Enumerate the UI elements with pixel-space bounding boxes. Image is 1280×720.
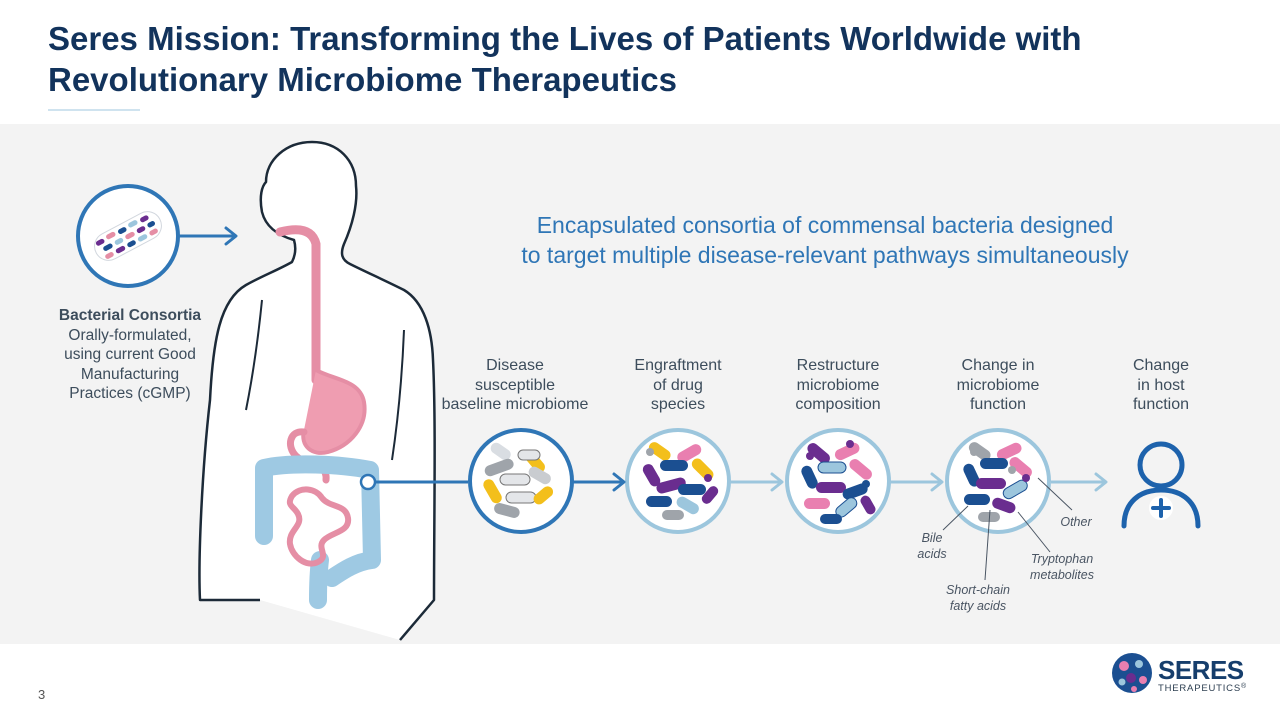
title-underline xyxy=(48,109,140,111)
annotation-short-chain-fatty-acids: Short-chain fatty acids xyxy=(936,582,1020,614)
stage-caption-line: species xyxy=(650,396,706,413)
key-message-line-2: to target multiple disease-relevant path… xyxy=(521,242,1129,268)
arrow-icon xyxy=(178,226,238,246)
annotation-leaders xyxy=(942,477,1073,581)
stage-caption-microbiome-function: Change in microbiome function xyxy=(925,356,1071,415)
annotation-other: Other xyxy=(1060,515,1092,529)
microbiome-circle-icon xyxy=(945,428,1051,534)
consortia-line-1: Orally-formulated, xyxy=(68,326,192,344)
stage-caption-line: in host xyxy=(1137,376,1185,394)
stage-caption-line: Change in xyxy=(961,357,1035,374)
stage-caption-line: Engraftment xyxy=(634,357,722,374)
arrow-icon xyxy=(890,472,944,492)
logo-subtitle: THERAPEUTICS® xyxy=(1158,683,1247,694)
stage-caption-baseline: Disease susceptible baseline microbiome xyxy=(430,356,600,415)
arrow-icon xyxy=(573,472,626,492)
annotation-line: acids xyxy=(917,547,947,561)
stage-caption-line: Disease xyxy=(486,357,544,374)
annotation-line: Bile xyxy=(921,531,943,545)
digestive-tract-icon xyxy=(255,225,381,609)
logo-subtitle-text: THERAPEUTICS xyxy=(1158,683,1241,694)
logo-wordmark: SERES xyxy=(1158,655,1244,685)
slide-title: Seres Mission: Transforming the Lives of… xyxy=(48,20,1082,98)
consortia-line-3: Manufacturing xyxy=(80,365,180,383)
stage-caption-line: function xyxy=(1132,396,1190,413)
annotation-line: fatty acids xyxy=(949,599,1007,613)
stage-caption-restructure: Restructure microbiome composition xyxy=(765,356,911,415)
arrow-icon xyxy=(1051,472,1108,492)
stage-caption-line: Restructure xyxy=(796,357,880,374)
annotation-line: Short-chain xyxy=(946,583,1010,597)
logo-trademark: ® xyxy=(1240,683,1247,690)
seres-logo-mark xyxy=(1112,653,1152,693)
stage-caption-line: Change xyxy=(1132,357,1190,374)
stage-caption-line: baseline microbiome xyxy=(441,396,589,413)
arrow-icon xyxy=(730,472,784,492)
stage-caption-engraftment: Engraftment of drug species xyxy=(605,356,751,415)
bacterial-consortia-caption: Bacterial Consortia Orally-formulated, u… xyxy=(40,306,220,404)
microbiome-circle-icon xyxy=(468,428,574,534)
stage-caption-line: of drug xyxy=(653,376,703,394)
annotation-tryptophan-metabolites: Tryptophan metabolites xyxy=(1020,551,1104,583)
consortia-heading: Bacterial Consortia xyxy=(58,307,202,324)
stage-caption-line: function xyxy=(969,396,1027,413)
consortia-line-4: Practices (cGMP) xyxy=(69,385,191,402)
stage-caption-line: microbiome xyxy=(796,376,880,394)
annotation-line: metabolites xyxy=(1030,568,1094,582)
stage-caption-line: composition xyxy=(795,396,881,413)
host-person-icon xyxy=(1121,441,1201,529)
page-number: 3 xyxy=(38,687,46,702)
stage-caption-line: susceptible xyxy=(474,376,556,394)
microbiome-circle-icon xyxy=(625,428,731,534)
annotation-line: Tryptophan xyxy=(1030,552,1094,566)
key-message-line-1: Encapsulated consortia of commensal bact… xyxy=(536,212,1114,238)
annotation-bile-acids: Bile acids xyxy=(906,530,958,562)
key-message: Encapsulated consortia of commensal bact… xyxy=(490,210,1160,270)
capsule-icon xyxy=(76,184,180,288)
microbiome-circle-icon xyxy=(785,428,891,534)
stage-caption-host-function: Change in host function xyxy=(1100,356,1222,415)
stage-caption-line: microbiome xyxy=(956,376,1040,394)
consortia-line-2: using current Good xyxy=(64,346,196,363)
